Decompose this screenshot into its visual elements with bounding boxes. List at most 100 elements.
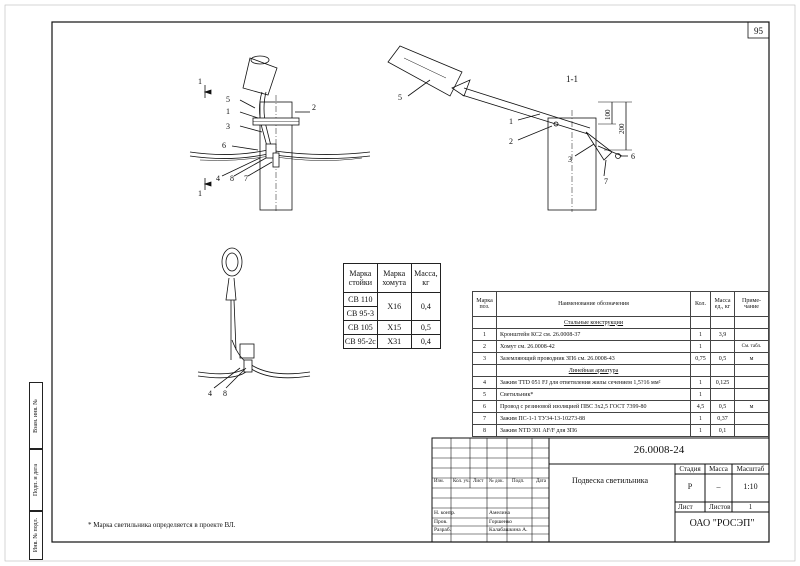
grade-post: СВ 110 [343, 292, 378, 307]
title-block-left-grid [432, 438, 549, 542]
spec-note [734, 412, 769, 425]
spec-pos: 6 [472, 400, 497, 413]
spec-qty: 1 [690, 376, 711, 389]
grade-clamp: Х16 [376, 292, 412, 321]
dimension-200: 200 [618, 123, 626, 134]
spec-mass: 0,5 [710, 352, 735, 365]
col-header: Лист [473, 479, 484, 484]
front-callout: 5 [226, 95, 230, 104]
spec-name: Зажим TTD 051 FJ для ответвления жилы се… [496, 376, 691, 389]
spec-mass: 3,9 [710, 328, 735, 341]
front-view-callouts: 1 1 5 1 2 3 6 4 8 7 [198, 77, 316, 198]
title-block-grid [431, 437, 770, 543]
spec-header-name: Наименование обозначения [496, 291, 691, 317]
side-label-orig-inv: Инв. № подл. [33, 517, 39, 553]
spec-name: Заземляющий проводник ЗП6 см. 26.0008-43 [496, 352, 691, 365]
spec-qty: 1 [690, 340, 711, 353]
title-block-col-headers: Изм. Кол. уч. Лист № док. Подп. Дата [432, 478, 549, 488]
front-mark-top: 1 [198, 77, 202, 86]
spec-section-fittings: Линейная арматура [496, 364, 691, 377]
table-row: 8 Зажим NTD 301 AF/F для ЗП6 1 0,1 [472, 424, 769, 437]
mass-value: – [716, 482, 721, 491]
spec-qty: 1 [690, 328, 711, 341]
spec-pos: 5 [472, 388, 497, 401]
table-row: 6 Провод с резиновой изоляцией ПВС 3х2,5… [472, 400, 769, 413]
side-callout: 7 [604, 177, 608, 186]
grade-mass: 0,5 [410, 320, 442, 335]
side-label-box: Взам. инв. № [29, 382, 43, 450]
front-mark-bottom: 1 [198, 189, 202, 198]
section-title: 1-1 [566, 74, 578, 84]
grade-clamp: Х15 [376, 320, 412, 335]
spec-qty: 1 [690, 424, 711, 437]
table-row: СВ 105 Х15 0,5 [343, 320, 442, 335]
footnote: * Марка светильника определяется в проек… [88, 521, 236, 529]
company-name: ОАО "РОСЭП" [689, 518, 755, 529]
side-callout: 6 [631, 152, 635, 161]
spec-header-note: Приме-чание [734, 291, 769, 317]
spec-name: Светильник* [496, 388, 691, 401]
spec-pos: 3 [472, 352, 497, 365]
table-row: СВ 95-2с Х31 0,4 [343, 334, 442, 349]
spec-mass [710, 340, 735, 353]
spec-table: Марка поз. Наименование обозначения Кол.… [472, 291, 769, 437]
sheets-label: Листов [709, 503, 731, 511]
spec-note: См. табл. [734, 340, 769, 353]
side-callout: 3 [568, 155, 572, 164]
front-callout: 1 [226, 107, 230, 116]
signer-name: Горшенко [489, 519, 512, 525]
signer-name: Амелина [489, 510, 510, 516]
table-row: 4 Зажим TTD 051 FJ для ответвления жилы … [472, 376, 769, 389]
scale-value: 1:10 [743, 482, 758, 491]
page-number-box [747, 21, 770, 39]
mass-label: Масса [709, 465, 728, 473]
spec-header-qty: Кол. [690, 291, 711, 317]
side-label-box: Подп. и дата [29, 448, 43, 512]
grade-clamp: Х31 [376, 334, 412, 349]
lower-view-callouts: 4 8 [208, 389, 227, 398]
col-header: Подп. [512, 479, 525, 484]
spec-section-steel: Стальные конструкции [496, 316, 691, 329]
spec-pos: 7 [472, 412, 497, 425]
signer-name: Калабашкина А. [489, 527, 528, 533]
spec-section-row: Стальные конструкции [472, 316, 769, 329]
spec-note [734, 328, 769, 341]
grade-table: Марка стойки Марка хомута Масса, кг СВ 1… [343, 263, 442, 349]
role-label: Разраб. [434, 527, 452, 533]
spec-pos: 8 [472, 424, 497, 437]
spec-mass: 0,5 [710, 400, 735, 413]
side-callout: 5 [398, 93, 402, 102]
front-callout: 6 [222, 141, 226, 150]
spec-mass: 0,125 [710, 376, 735, 389]
grade-header-post: Марка стойки [343, 263, 378, 293]
spec-qty: 0,75 [690, 352, 711, 365]
spec-header-pos: Марка поз. [472, 291, 497, 317]
side-callout: 2 [509, 137, 513, 146]
spec-header-mass: Масса ед., кг [710, 291, 735, 317]
side-view-drawing [387, 45, 632, 212]
table-row: 5 Светильник* 1 [472, 388, 769, 401]
table-row: 2 Хомут см. 26.0008-42 1 См. табл. [472, 340, 769, 353]
side-label-box: Инв. № подл. [29, 510, 43, 560]
spec-note [734, 424, 769, 437]
title-block-roles: Н. контр. Пров. Разраб. Амелина Горшенко… [432, 508, 549, 542]
spec-pos: 1 [472, 328, 497, 341]
lower-callout: 8 [223, 389, 227, 398]
stage-label: Стадия [679, 465, 701, 473]
grade-mass: 0,4 [410, 334, 442, 349]
col-header: Изм. [434, 479, 444, 484]
spec-note: м [734, 352, 769, 365]
spec-name: Зажим ПС-1-1 ТУ34-13-10273-88 [496, 412, 691, 425]
side-label-sign-date: Подп. и дата [33, 463, 39, 497]
front-callout: 4 [216, 174, 220, 183]
spec-name: Провод с резиновой изоляцией ПВС 3х2,5 Г… [496, 400, 691, 413]
spec-mass [710, 388, 735, 401]
side-view-callouts: 5 1 2 3 6 7 100 200 [398, 93, 635, 186]
table-row: СВ 110 Х16 0,4 [343, 292, 442, 321]
side-callout: 1 [509, 117, 513, 126]
table-row: 1 Кронштейн КС2 см. 26.0008-37 1 3,9 [472, 328, 769, 341]
lower-view-drawing [197, 247, 311, 389]
spec-note [734, 376, 769, 389]
grade-mass: 0,4 [410, 292, 442, 321]
spec-note [734, 388, 769, 401]
